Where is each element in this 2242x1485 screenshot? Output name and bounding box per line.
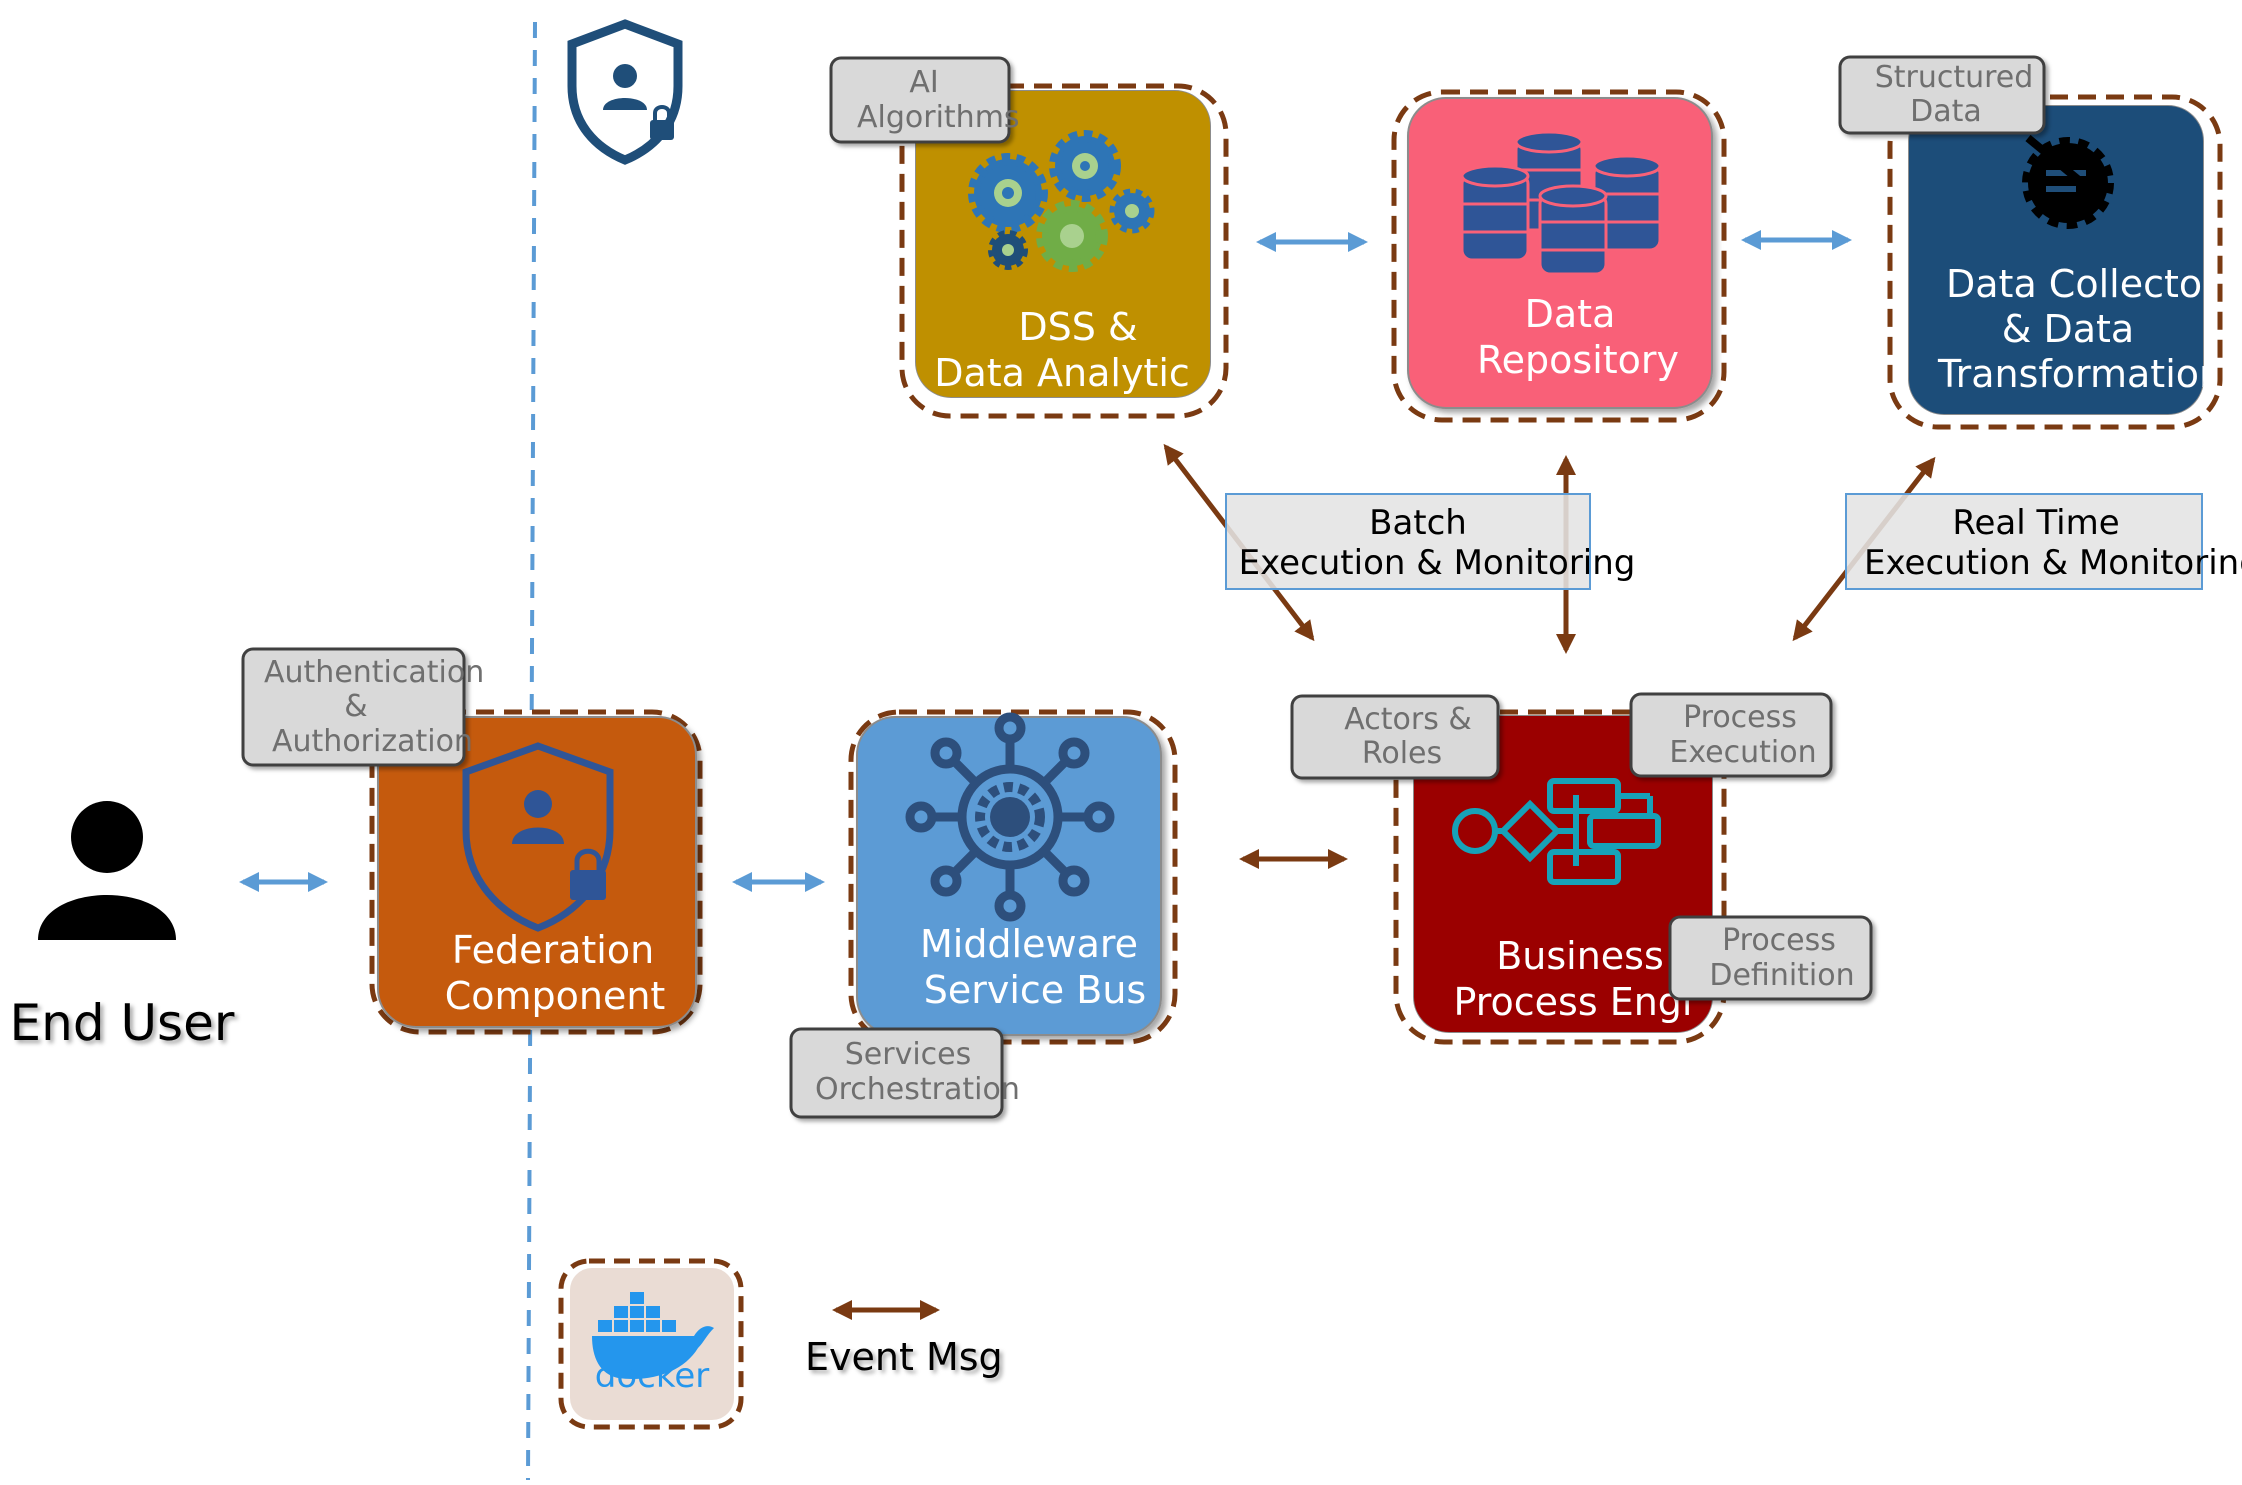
person-icon — [38, 801, 176, 940]
process-flow-icon — [1452, 778, 1661, 885]
federation-title-line2: Component — [445, 974, 666, 1018]
process-def-tag-line2: Definition — [1709, 958, 1854, 993]
end-user: End User — [10, 801, 235, 1052]
collector-title-line1: Data Collector — [1946, 262, 2218, 306]
federation-component[interactable]: Federation Component — [369, 709, 703, 1035]
process-definition-tag: Process Definition — [1668, 915, 1873, 1001]
collector-title-line3: Transformation — [1937, 352, 2223, 396]
repository-title-line2: Repository — [1477, 338, 1679, 382]
process-execution-tag: Process Execution — [1629, 692, 1833, 778]
event-msg-legend: Event Msg — [805, 1300, 1003, 1379]
auth-tag-line1: Authentication — [264, 655, 484, 690]
middleware-title-line2: Service Bus — [924, 968, 1146, 1012]
dss-title-line2: Data Analytic — [934, 351, 1190, 395]
batch-note-line2: Execution & Monitoring — [1239, 543, 1636, 583]
structured-tag-line2: Data — [1910, 94, 1982, 129]
hub-gear-icon — [905, 712, 1115, 922]
realtime-note-line1: Real Time — [1952, 503, 2119, 543]
business-process-engine[interactable]: Business Process Engi — [1393, 709, 1727, 1045]
data-collector-transformation[interactable]: Data Collector & Data Transformation — [1887, 94, 2223, 430]
process-exec-tag-line2: Execution — [1669, 735, 1816, 770]
batch-execution-note: Batch Execution & Monitoring — [1225, 493, 1636, 590]
data-repository[interactable]: Data Repository — [1391, 89, 1727, 423]
shield-lock-icon — [567, 19, 683, 165]
middleware-service-bus[interactable]: Middleware Service Bus — [848, 709, 1178, 1045]
auth-tag: Authentication & Authorization — [241, 647, 484, 767]
docker-label: docker — [595, 1356, 709, 1396]
services-tag-line2: Orchestration — [815, 1072, 1020, 1107]
transform-icon — [2022, 134, 2114, 229]
actors-roles-tag: Actors & Roles — [1290, 694, 1500, 780]
collector-title-line2: & Data — [2002, 307, 2134, 351]
services-orchestration-tag: Services Orchestration — [789, 1027, 1020, 1119]
ai-tag-line1: AI — [909, 65, 938, 100]
actors-tag-line1: Actors & — [1344, 702, 1472, 737]
docker-whale-icon — [592, 1292, 714, 1379]
bpe-title-line2: Process Engi — [1453, 980, 1692, 1024]
database-icon — [1460, 130, 1662, 276]
event-msg-label: Event Msg — [805, 1335, 1003, 1379]
services-tag-line1: Services — [845, 1037, 972, 1072]
docker-legend: docker — [558, 1258, 744, 1430]
dss-data-analytics[interactable]: DSS & Data Analytic — [899, 83, 1229, 419]
process-exec-tag-line1: Process — [1683, 700, 1797, 735]
realtime-note-line2: Execution & Monitoring — [1864, 543, 2242, 583]
ai-tag-line2: Algorithms — [857, 100, 1020, 135]
middleware-title-line1: Middleware — [920, 922, 1138, 966]
realtime-execution-note: Real Time Execution & Monitoring — [1845, 493, 2242, 590]
process-def-tag-line1: Process — [1722, 923, 1836, 958]
federation-title-line1: Federation — [452, 928, 654, 972]
auth-tag-line2: & — [344, 689, 367, 724]
batch-note-line1: Batch — [1369, 503, 1467, 543]
structured-data-tag: Structured Data — [1838, 55, 2046, 135]
gears-icon — [968, 130, 1155, 272]
auth-tag-line3: Authorization — [272, 724, 473, 759]
shield-user-lock-icon — [462, 742, 614, 932]
repository-title-line1: Data — [1525, 292, 1616, 336]
bpe-title-line1: Business — [1496, 934, 1664, 978]
dss-title-line1: DSS & — [1018, 305, 1137, 349]
ai-algorithms-tag: AI Algorithms — [829, 56, 1020, 144]
structured-tag-line1: Structured — [1875, 60, 2034, 95]
end-user-label: End User — [10, 994, 235, 1052]
actors-tag-line2: Roles — [1362, 736, 1442, 771]
